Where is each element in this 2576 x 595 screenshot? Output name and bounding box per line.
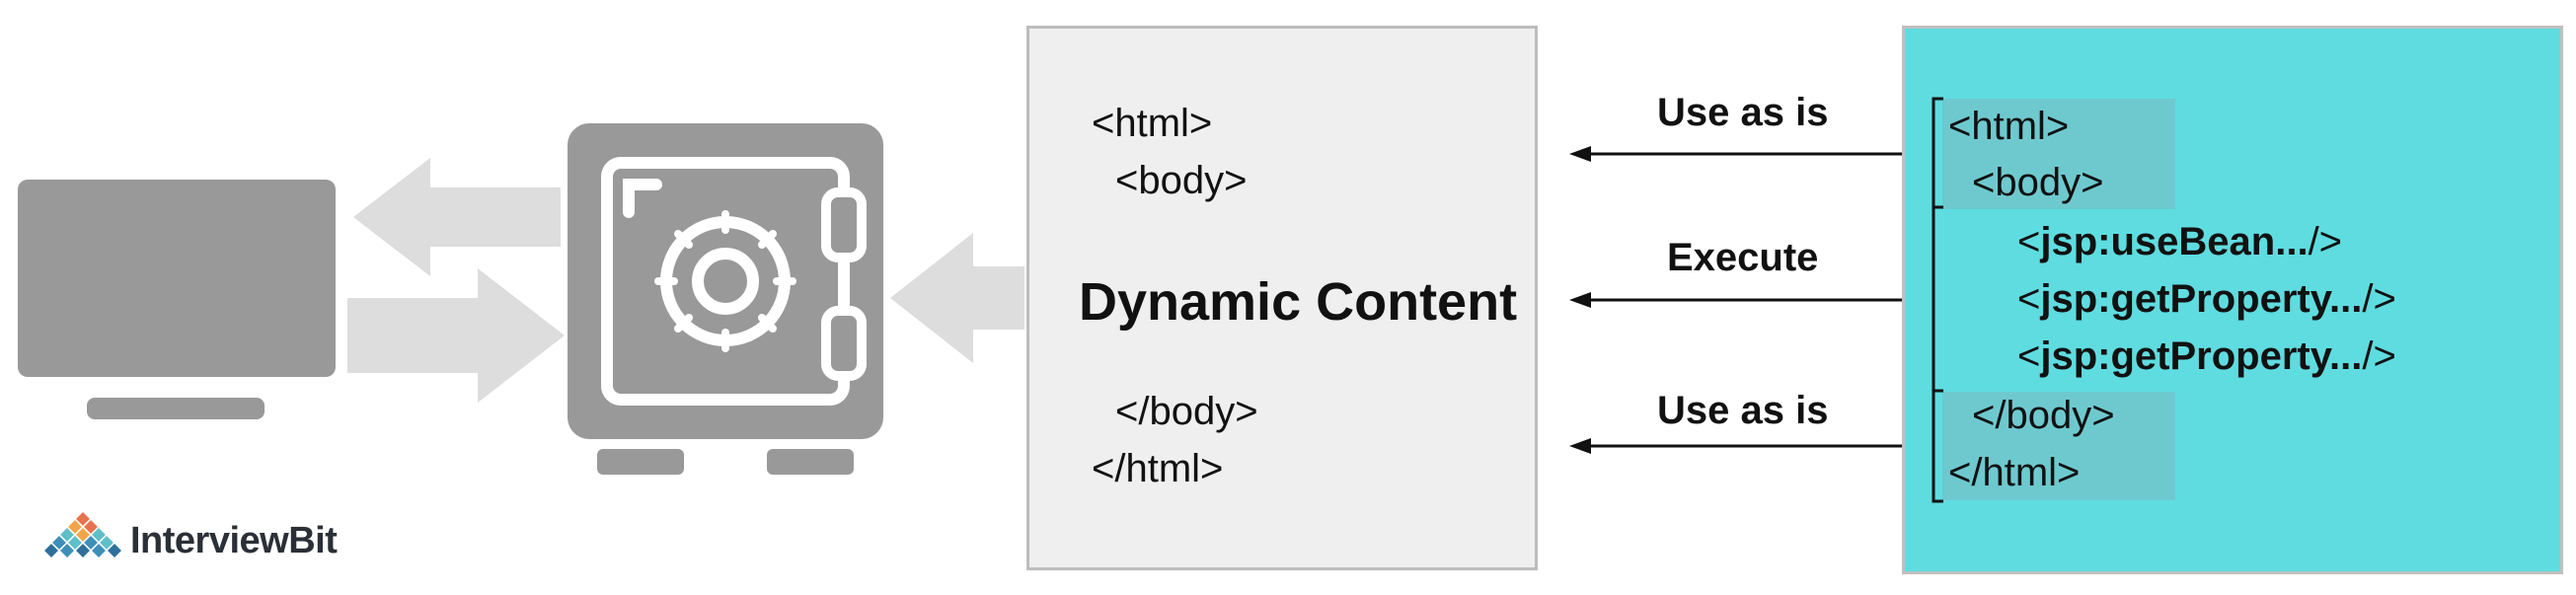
interviewbit-logo-icon [41,509,124,560]
jsp-tag-prefix: < [2017,335,2041,378]
jsp-tag-suffix: /> [2362,277,2396,321]
body-open-tag: <body> [1115,159,1248,202]
jsp-tag-name: jsp:getProperty... [2040,277,2363,321]
html-output-box [1026,26,1538,570]
monitor-stand [87,398,265,419]
thin-arrowhead-bottom [1569,438,1591,454]
html-close-tag: </html> [1092,447,1224,490]
static-highlight-top [1942,99,2175,209]
response-arrow [353,158,561,276]
jsp-tag-line: <jsp:getProperty.../> [2017,279,2396,319]
jsp-tag-name: jsp:useBean... [2040,220,2309,263]
jsp-body-close: </body> [1972,394,2115,437]
render-arrow [890,233,1024,363]
arrow-label-middle: Execute [1667,236,1819,279]
jsp-html-close: </html> [1948,451,2081,494]
html-open-tag: <html> [1092,102,1213,145]
arrow-label-top: Use as is [1657,91,1829,134]
thin-arrowhead-top [1569,146,1591,162]
request-arrow [347,268,565,403]
body-close-tag: </body> [1115,390,1258,433]
jsp-tag-line: <jsp:getProperty.../> [2017,336,2396,376]
jsp-tag-suffix: /> [2362,335,2396,378]
jsp-body-open: <body> [1972,161,2104,204]
safe-icon [568,123,883,475]
monitor-screen [18,180,336,377]
dynamic-content-label: Dynamic Content [1079,272,1518,332]
static-highlight-bottom [1942,392,2175,500]
jsp-html-open: <html> [1948,105,2070,148]
jsp-tag-suffix: /> [2308,220,2343,263]
jsp-bracket [1932,97,1943,503]
interviewbit-logo-text: InterviewBit [130,520,338,561]
jsp-tag-prefix: < [2017,220,2041,263]
jsp-tag-prefix: < [2017,277,2041,321]
thin-arrowhead-middle [1569,292,1591,308]
jsp-tag-line: <jsp:useBean.../> [2017,222,2342,261]
arrow-label-bottom: Use as is [1657,389,1829,432]
jsp-tag-name: jsp:getProperty... [2040,335,2363,378]
